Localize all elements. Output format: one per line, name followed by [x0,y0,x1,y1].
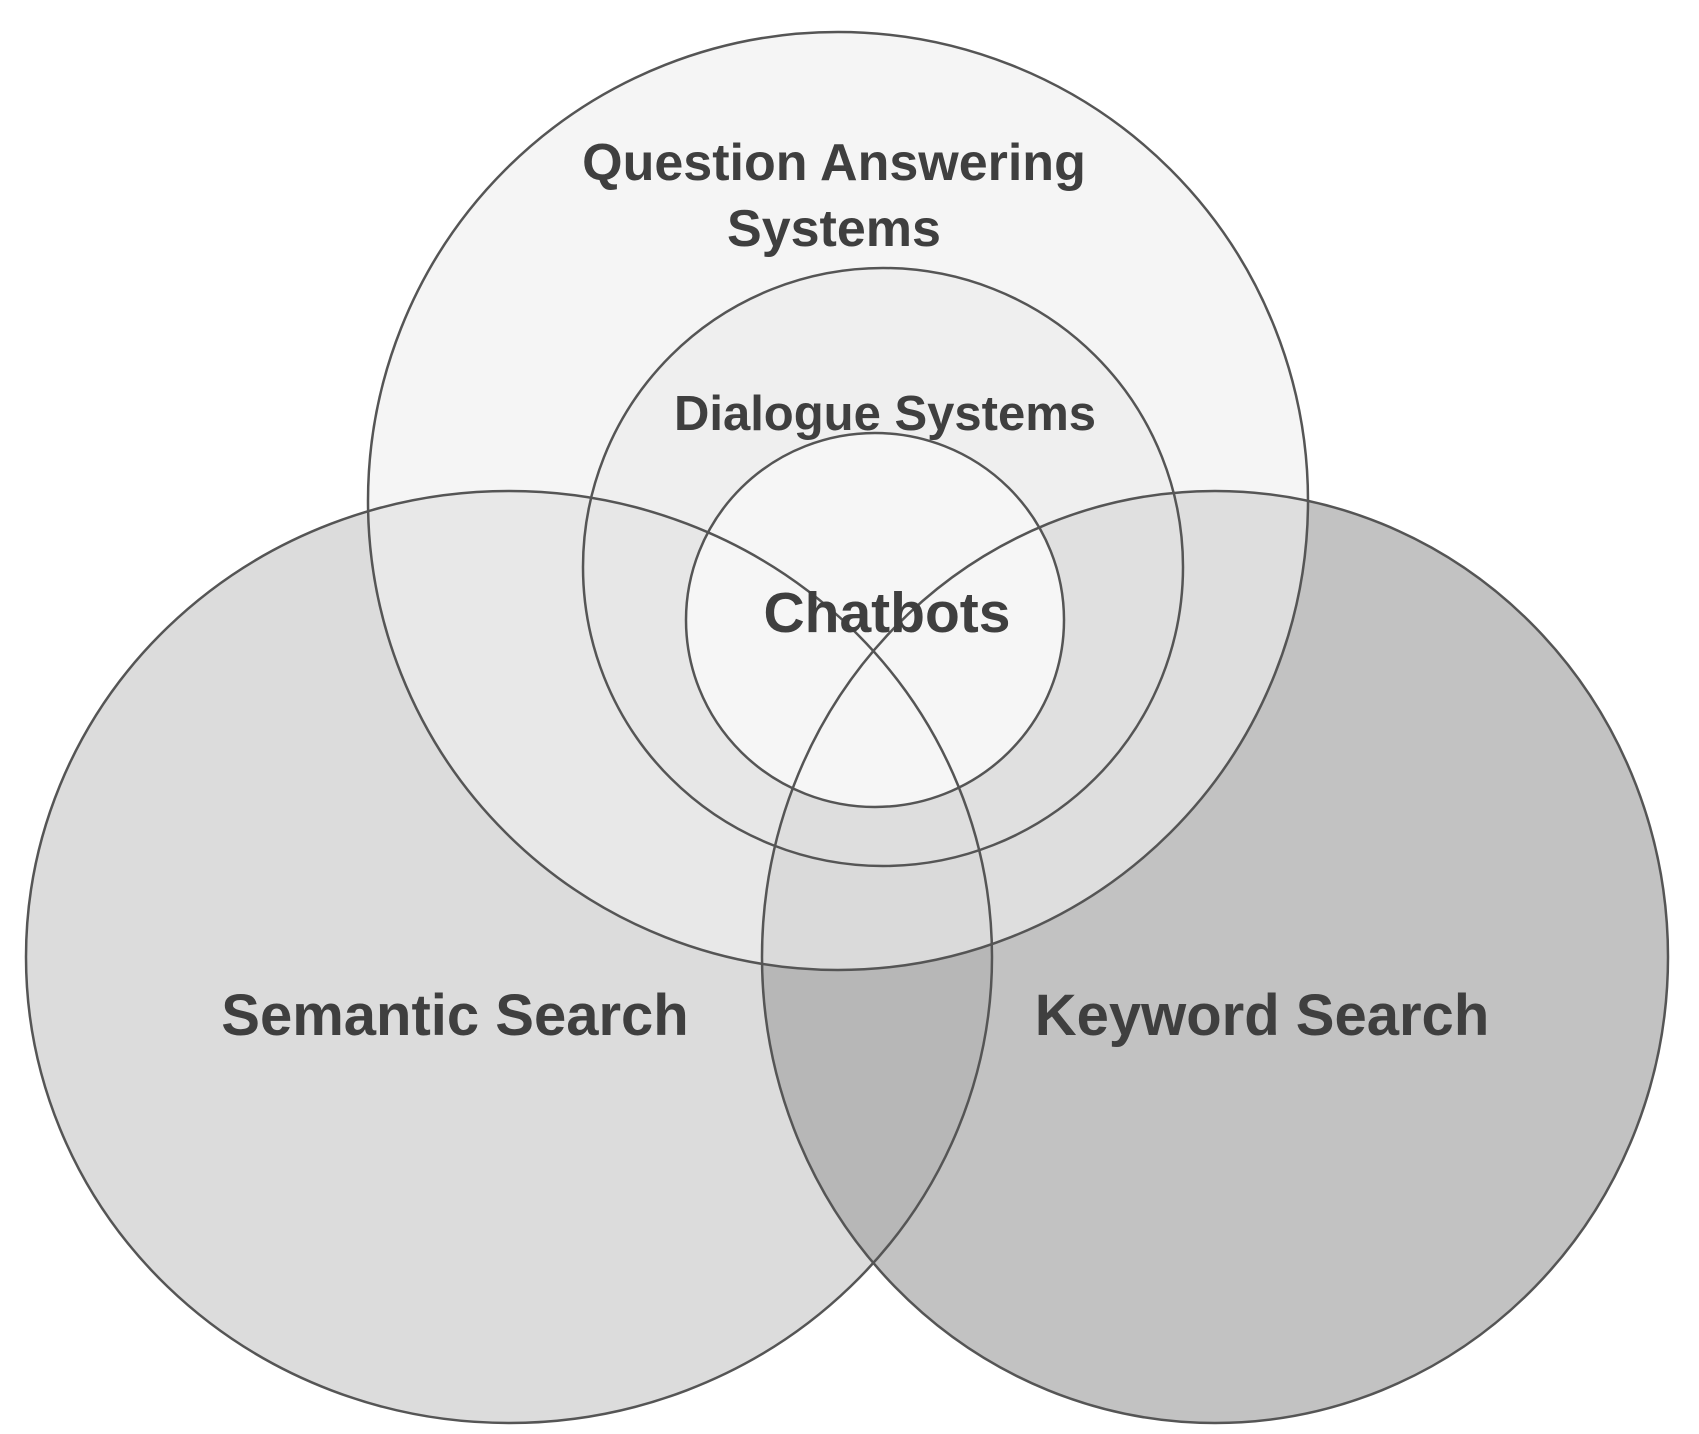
keyword-search-outline [760,489,1670,1425]
chatbots-label: Chatbots [764,581,1011,645]
question-answering-label-line1: Question Answering [582,134,1086,192]
question-answering-outline [366,30,1310,972]
chatbots-circle [686,433,1064,807]
question-answering-label-line2: Systems [727,200,941,258]
keyword-search-label: Keyword Search [1035,983,1490,1048]
semantic-search-outline [24,489,994,1425]
chatbots-outline [684,431,1066,809]
dialogue-systems-outline [581,266,1185,868]
semantic-search-label: Semantic Search [221,983,688,1048]
dialogue-systems-label: Dialogue Systems [674,387,1096,441]
